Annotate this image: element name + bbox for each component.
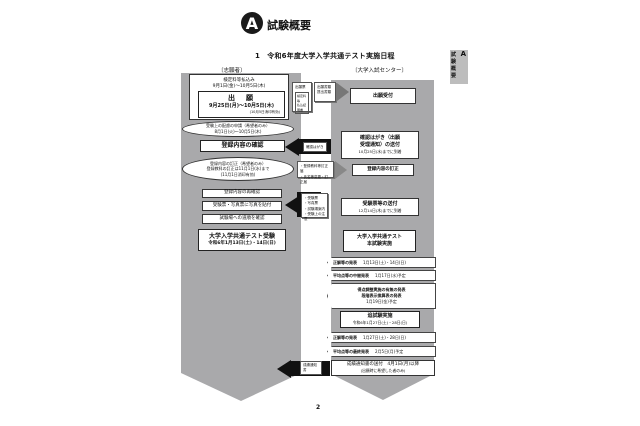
correction-forms-note: ・登録教科等訂正届 ・氏名等変更・訂正届 <box>297 161 334 184</box>
answers-dates: 1月13日(土)・14日(日) <box>363 259 406 265</box>
postcard-line2: 受理通知）の送付 <box>359 142 400 149</box>
arrow-left-icon <box>285 138 299 156</box>
arrow-left-icon <box>285 196 299 214</box>
postcard-arrival: 10月25日(水)までに到着 <box>358 149 402 155</box>
correction-label: 登録内容の訂正 <box>367 166 399 172</box>
side-tab-label: 試験概要 <box>451 52 457 79</box>
applicant-exam-title: 大学入学共通テスト受験 <box>208 232 275 240</box>
registration-check-box: 登録内容の確認 <box>200 140 285 152</box>
photo-label: 受験票・写真票に写真を貼付 <box>212 202 272 208</box>
makeup-dates: 令和6年1月27日(土)・28日(日) <box>352 320 408 326</box>
page-title: 試験概要 <box>267 19 311 32</box>
makeup-answers-flag: 正解等の発表 1月27日(土)・28日(日) <box>327 332 436 343</box>
makeup-exam-box: 追試験実施 令和6年1月27日(土)・28日(日) <box>340 311 420 328</box>
score-adjustment-flag: 得点調整実施の有無の発表 段階表示換算表の発表 1月19日(金)予定 <box>327 283 436 309</box>
correction-postmark: (11月1日消印有効) <box>220 171 256 177</box>
logo-letter: A <box>245 13 259 33</box>
postcard-note: 確認はがき <box>303 142 327 152</box>
recheck-label: 登録内容の再確認 <box>224 190 260 196</box>
center-column-header: 〔大学入試センター〕 <box>352 68 408 74</box>
registration-correction-oval: 登録内容の訂正（希望者のみ） 登録教科の訂正は11月1日(水)まで (11月1日… <box>182 157 294 181</box>
venue-label: 試験場への道順を確認 <box>219 215 265 221</box>
admission-docs-note: ・受験票 ・写真票 ・試験場案内 ・受験上の注意 <box>301 193 328 221</box>
postcard-line1: 確認はがき（出願 <box>359 135 400 142</box>
fee-title: 検定料等払込み <box>223 78 255 83</box>
exam-notes-item: ・受験上の注意 <box>304 211 325 221</box>
main-exam-line1: 大学入学共通テスト <box>356 234 402 240</box>
payment-proof-label: 検定料等 払込証明書 <box>295 92 309 115</box>
result-line1: 成績通知書の送付 4月1日(月)以降 <box>346 362 420 368</box>
application-dates: 9月25日(月)～10月5日(木) <box>208 103 274 110</box>
schedule-heading: 1 令和6年度大学入学共通テスト実施日程 <box>255 52 395 60</box>
section-a-logo: A <box>241 12 263 34</box>
application-postmark-note: (10月5日消印有効) <box>249 110 280 115</box>
side-index-tab[interactable]: A 試験概要 <box>450 50 468 84</box>
applicant-column-header: 〔志願者〕 <box>218 68 246 74</box>
applicant-exam-box: 大学入学共通テスト受験 令和6年1月13日(土)・14日(日) <box>198 229 286 251</box>
correction-title: 登録内容の訂正（希望者のみ） <box>210 160 266 166</box>
answers-announcement-flag: 正解等の発表 1月13日(土)・14日(日) <box>327 257 436 268</box>
result-sending-box: 成績通知書の送付 4月1日(月)以降 (出願時に希望した者のみ) <box>331 360 435 376</box>
final-average-flag: 平均点等の最終発表 2月5日(月)予定 <box>327 346 436 357</box>
midterm-average-flag: 平均点等の中間発表 1月17日(水)予定 <box>327 270 436 281</box>
adjust-line1: 得点調整実施の有無の発表 <box>357 287 406 292</box>
side-tab-letter: A <box>460 50 466 58</box>
makeup-answers-label: 正解等の発表 <box>333 334 357 340</box>
registration-recheck-box: 登録内容の再確認 <box>202 189 282 198</box>
result-line2: (出願時に希望した者のみ) <box>360 368 406 374</box>
photo-slip-item: ・写真票 <box>304 201 318 206</box>
midavg-label: 平均点等の中間発表 <box>333 272 369 278</box>
postcard-sending-box: 確認はがき（出願 受理通知）の送付 10月25日(水)までに到着 <box>341 131 419 159</box>
name-change-form: ・氏名等変更・訂正届 <box>300 174 328 184</box>
adjust-date: 1月19日(金)予定 <box>366 299 397 304</box>
accommodation-dates: 8月1日(火)～10月5日(木) <box>214 129 262 134</box>
arrow-left-icon <box>277 360 291 378</box>
arrow-right-icon <box>337 83 349 101</box>
answers-label: 正解等の発表 <box>333 259 357 265</box>
venue-route-box: 試験場への道順を確認 <box>202 214 282 224</box>
photo-attach-box: 受験票・写真票に写真を貼付 <box>202 201 282 211</box>
midavg-dates: 1月17日(水)予定 <box>375 272 406 278</box>
main-exam-box: 大学入学共通テスト 本試験実施 <box>343 230 416 252</box>
registration-correction-box: 登録内容の訂正 <box>352 164 414 176</box>
center-column <box>331 80 434 374</box>
finalavg-label: 平均点等の最終発表 <box>333 348 369 354</box>
applicant-exam-dates: 令和6年1月13日(土)・14日(日) <box>208 241 276 247</box>
application-received-box: 出願受付 <box>350 88 416 104</box>
makeup-title: 追試験実施 <box>367 313 393 320</box>
application-title: 出 願 <box>228 93 255 102</box>
page-number: 2 <box>316 404 321 411</box>
received-label: 出願受付 <box>372 92 393 99</box>
finalavg-dates: 2月5日(月)予定 <box>375 348 404 354</box>
adjust-line2: 段階表示換算表の発表 <box>361 293 402 298</box>
application-docs-note: 出願票 検定料等 払込証明書 <box>292 82 312 115</box>
main-exam-line2: 本試験実施 <box>366 241 392 247</box>
ticket-sending-box: 受験票等の送付 12月14日(木)までに到着 <box>341 198 419 216</box>
center-column-arrow <box>331 374 434 400</box>
registration-check-label: 登録内容の確認 <box>221 141 264 149</box>
venue-guide-item: ・試験場案内 <box>304 206 325 211</box>
result-notice-note: 成績通知書 <box>300 361 322 375</box>
application-box: 出 願 9月25日(月)～10月5日(木) (10月5日消印有効) <box>198 91 285 118</box>
subject-correction-form: ・登録教科等訂正届 <box>300 164 328 174</box>
admission-ticket-item: ・受験票 <box>304 196 318 200</box>
accommodation-title: 受験上の配慮の申請（希望者のみ） <box>206 123 270 129</box>
accommodation-request-oval: 受験上の配慮の申請（希望者のみ） 8月1日(火)～10月5日(木) <box>182 121 294 137</box>
makeup-answers-dates: 1月27日(土)・28日(日) <box>363 334 406 340</box>
fee-dates: 9月1日(金)～10月5日(木) <box>212 84 266 90</box>
application-form-label: 出願票 <box>295 85 306 89</box>
ticket-sending-title: 受験票等の送付 <box>362 200 398 207</box>
arrow-right-icon <box>335 161 347 179</box>
correction-deadline: 登録教科の訂正は11月1日(水)まで <box>206 166 270 172</box>
application-guide-note: 出願書類 提出書類 <box>314 82 336 102</box>
ticket-sending-dates: 12月14日(木)までに到着 <box>358 207 402 213</box>
